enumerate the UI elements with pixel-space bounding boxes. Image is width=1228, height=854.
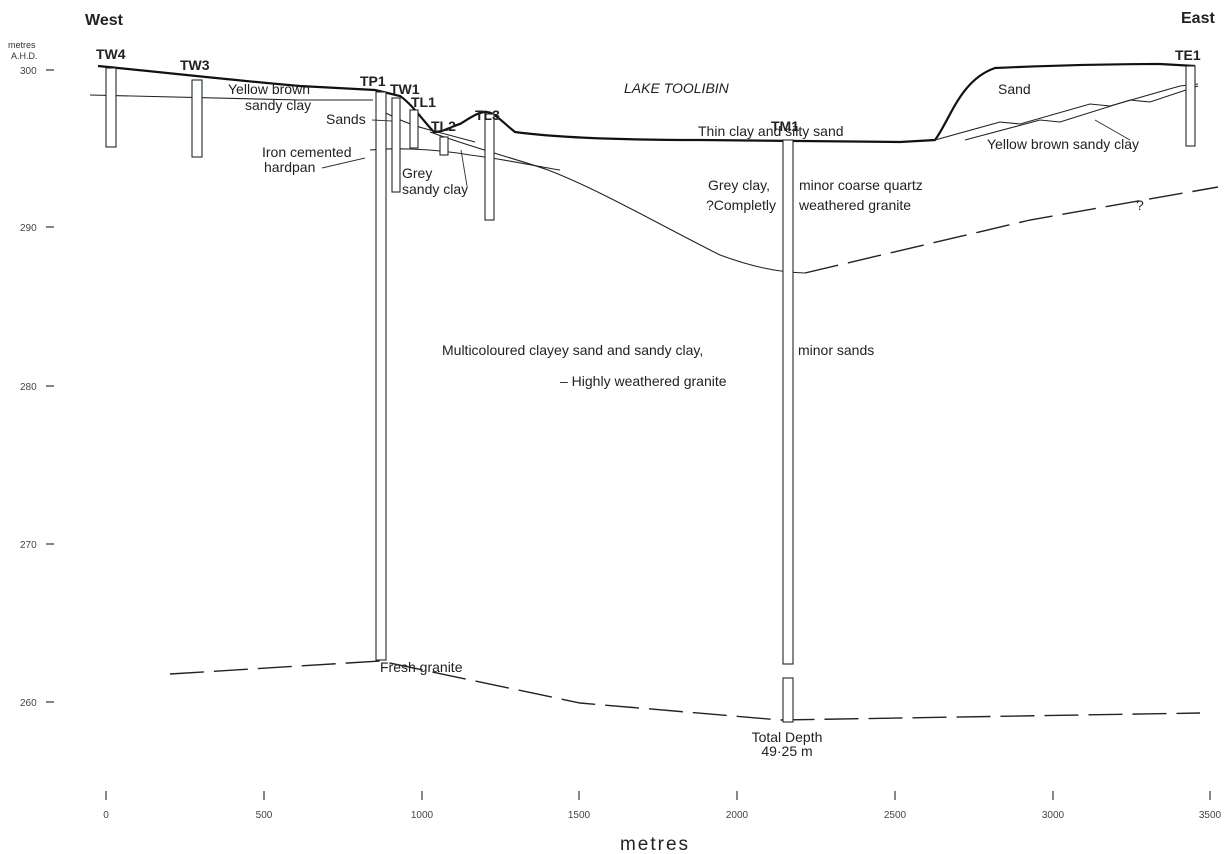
direction-west-label: West [85, 12, 124, 29]
unit-label-coarse-quartz: minor coarse quartz [799, 177, 923, 193]
western-layer-base-line [89, 94, 373, 101]
unit-label-highly-weathered: – Highly weathered granite [560, 373, 727, 389]
x-axis: 0 500 1000 1500 2000 2500 3000 3500 [103, 791, 1222, 821]
unit-label-minor-sands: minor sands [798, 342, 874, 358]
bore-label: TE1 [1175, 47, 1201, 63]
bore-label: TW1 [390, 81, 420, 97]
bore-tm1-upper [782, 139, 794, 665]
sands-leader-line [371, 119, 393, 122]
x-tick-label: 500 [256, 810, 273, 821]
unit-label-iron-hardpan-line2: hardpan [264, 159, 315, 175]
unit-label-grey-sandy-clay-line1: Grey [402, 165, 432, 181]
unit-label-yellow-brown-west-line2: sandy clay [245, 97, 311, 113]
bore-label: TW3 [180, 57, 210, 73]
grey-clay-leader-line [460, 149, 468, 187]
bore-tw3 [191, 79, 203, 158]
unit-label-grey-clay: Grey clay, [708, 177, 770, 193]
unit-label-lake-floor: Thin clay and silty sand [698, 123, 844, 139]
bore-tl1 [409, 109, 419, 149]
lake-name-label: LAKE TOOLIBIN [624, 80, 730, 96]
direction-east-label: East [1181, 10, 1215, 27]
y-tick-label: 300 [20, 66, 37, 77]
unit-label-sands: Sands [326, 111, 366, 127]
bore-label: TP1 [360, 73, 386, 89]
x-tick-label: 2500 [884, 810, 907, 821]
weathered-granite-boundary-dashed-line [804, 186, 1219, 274]
hardpan-leader-line [321, 157, 366, 169]
bore-tm1-lower [782, 677, 794, 723]
y-axis-units-label: metres [8, 40, 36, 50]
x-tick-label: 1500 [568, 810, 591, 821]
bore-tw1 [391, 97, 401, 193]
x-tick-label: 2000 [726, 810, 749, 821]
unit-label-sand-east: Sand [998, 81, 1031, 97]
y-tick-label: 260 [20, 698, 37, 709]
unit-label-yellow-brown-east: Yellow brown sandy clay [987, 136, 1139, 152]
bore-tp1 [375, 91, 387, 661]
unit-label-fresh-granite: Fresh granite [380, 659, 463, 675]
y-tick-label: 280 [20, 382, 37, 393]
y-axis-datum-label: A.H.D. [11, 51, 38, 61]
fresh-granite-boundary-dashed-line [169, 660, 1201, 721]
total-depth-label: Total Depth [752, 729, 823, 745]
x-tick-label: 0 [103, 810, 109, 821]
bore-label: TL1 [411, 94, 436, 110]
bore-label: TL2 [431, 118, 456, 134]
x-tick-label: 3000 [1042, 810, 1065, 821]
ground-surface-line [97, 62, 1196, 144]
bore-holes [105, 65, 1196, 723]
bore-te1 [1185, 65, 1196, 147]
y-tick-label: 270 [20, 540, 37, 551]
bore-label: TW4 [96, 46, 126, 62]
bore-tl2 [439, 136, 449, 156]
unit-label-multicoloured: Multicoloured clayey sand and sandy clay… [442, 342, 703, 358]
bore-label: TL3 [475, 107, 500, 123]
x-tick-label: 3500 [1199, 810, 1222, 821]
unit-label-grey-sandy-clay-line2: sandy clay [402, 181, 468, 197]
x-axis-title: metres [620, 834, 690, 854]
east-clay-leader-line [1094, 119, 1131, 141]
unit-label-yellow-brown-west-line1: Yellow brown [228, 81, 310, 97]
unit-label-iron-hardpan-line1: Iron cemented [262, 144, 352, 160]
unit-label-completly: ?Completly [706, 197, 776, 213]
east-sand-lower-line [934, 83, 1199, 141]
y-tick-label: 290 [20, 223, 37, 234]
x-tick-label: 1000 [411, 810, 434, 821]
bore-label: TM1 [771, 118, 799, 134]
unit-label-weathered-granite: weathered granite [798, 197, 911, 213]
bore-tl3 [484, 113, 495, 221]
east-sand-upper-line [964, 85, 1199, 141]
query-mark: ? [1136, 197, 1144, 213]
total-depth-value: 49·25 m [761, 743, 812, 759]
bore-tw4 [105, 67, 117, 148]
y-axis: 300 290 280 270 260 [20, 66, 54, 709]
grey-clay-base-line [429, 131, 806, 274]
